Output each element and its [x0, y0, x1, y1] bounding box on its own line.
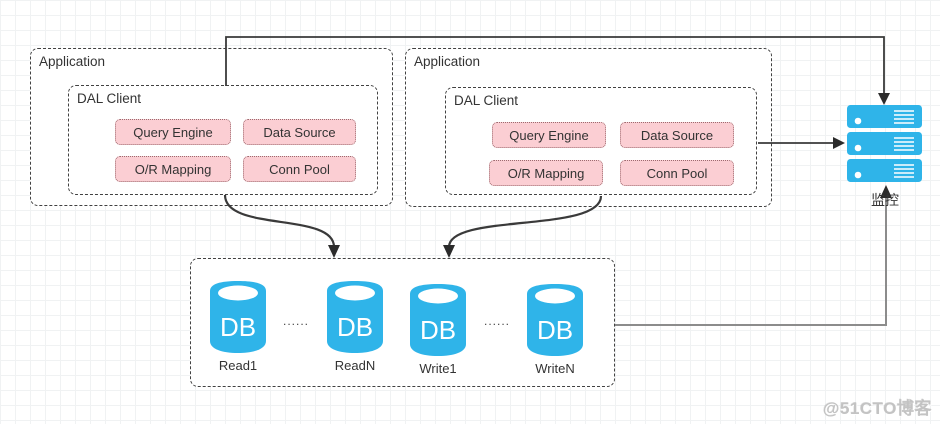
- db-node-label-read1: Read1: [218, 358, 258, 373]
- ellipsis-dots: ......: [282, 314, 310, 328]
- ellipsis-dots: ......: [483, 314, 511, 328]
- arrow-db-to-monitor: [615, 196, 887, 326]
- database-cylinder-icon: DB: [410, 284, 466, 356]
- db-node-label-readn: ReadN: [334, 358, 376, 373]
- application-title-2: Application: [414, 54, 481, 69]
- arrowhead-down-icon: [328, 245, 340, 258]
- dal-client-title-2: DAL Client: [454, 93, 519, 108]
- watermark: @51CTO博客: [822, 399, 932, 418]
- module-data-source-1: Data Source: [243, 119, 356, 145]
- monitor-label: 监控: [871, 192, 899, 208]
- application-title-1: Application: [39, 54, 106, 69]
- dal-client-title-1: DAL Client: [77, 91, 142, 106]
- module-conn-pool-2: Conn Pool: [620, 160, 734, 186]
- module-or-mapping-1: O/R Mapping: [115, 156, 231, 182]
- svg-text:DB: DB: [420, 315, 456, 345]
- server-stack-icon: [847, 105, 922, 182]
- arrowhead-right-icon: [833, 137, 845, 149]
- database-cylinder-icon: DB: [527, 284, 583, 356]
- module-conn-pool-1: Conn Pool: [243, 156, 356, 182]
- module-or-mapping-2: O/R Mapping: [489, 160, 603, 186]
- db-node-label-writen: WriteN: [535, 361, 575, 376]
- db-node-label-write1: Write1: [419, 361, 457, 376]
- svg-text:DB: DB: [337, 312, 373, 342]
- module-data-source-2: Data Source: [620, 122, 734, 148]
- svg-text:DB: DB: [220, 312, 256, 342]
- svg-text:DB: DB: [537, 315, 573, 345]
- module-query-engine-2: Query Engine: [492, 122, 606, 148]
- database-cylinder-icon: DB: [327, 281, 383, 353]
- database-cylinder-icon: DB: [210, 281, 266, 353]
- module-query-engine-1: Query Engine: [115, 119, 231, 145]
- arrowhead-down-icon: [443, 245, 455, 258]
